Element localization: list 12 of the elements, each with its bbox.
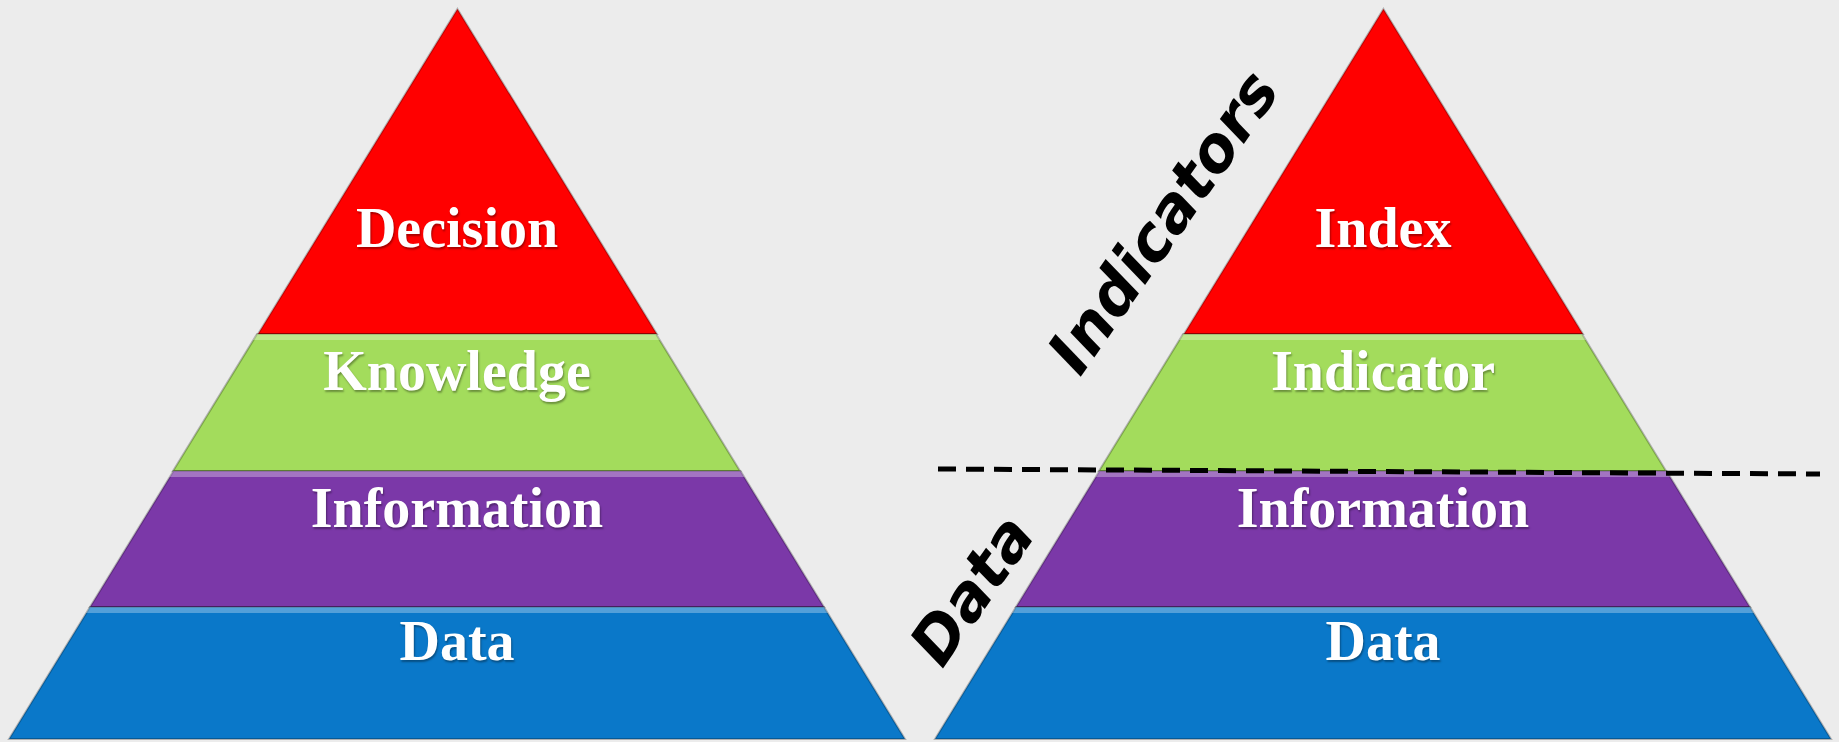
layer-label: Decision (355, 198, 559, 258)
pyramid-layer (90, 471, 824, 607)
layer-label: Knowledge (323, 341, 591, 401)
layer-label: Indicator (1271, 341, 1495, 401)
pyramid-layer (173, 334, 741, 471)
layer-label: Index (1314, 198, 1452, 258)
layer-label: Data (399, 611, 515, 671)
pyramid-layer (9, 607, 905, 739)
layer-label: Data (1325, 611, 1441, 671)
layer-label: Information (1236, 478, 1530, 538)
layer-label: Information (310, 478, 604, 538)
pyramid-top-layer (257, 9, 657, 334)
